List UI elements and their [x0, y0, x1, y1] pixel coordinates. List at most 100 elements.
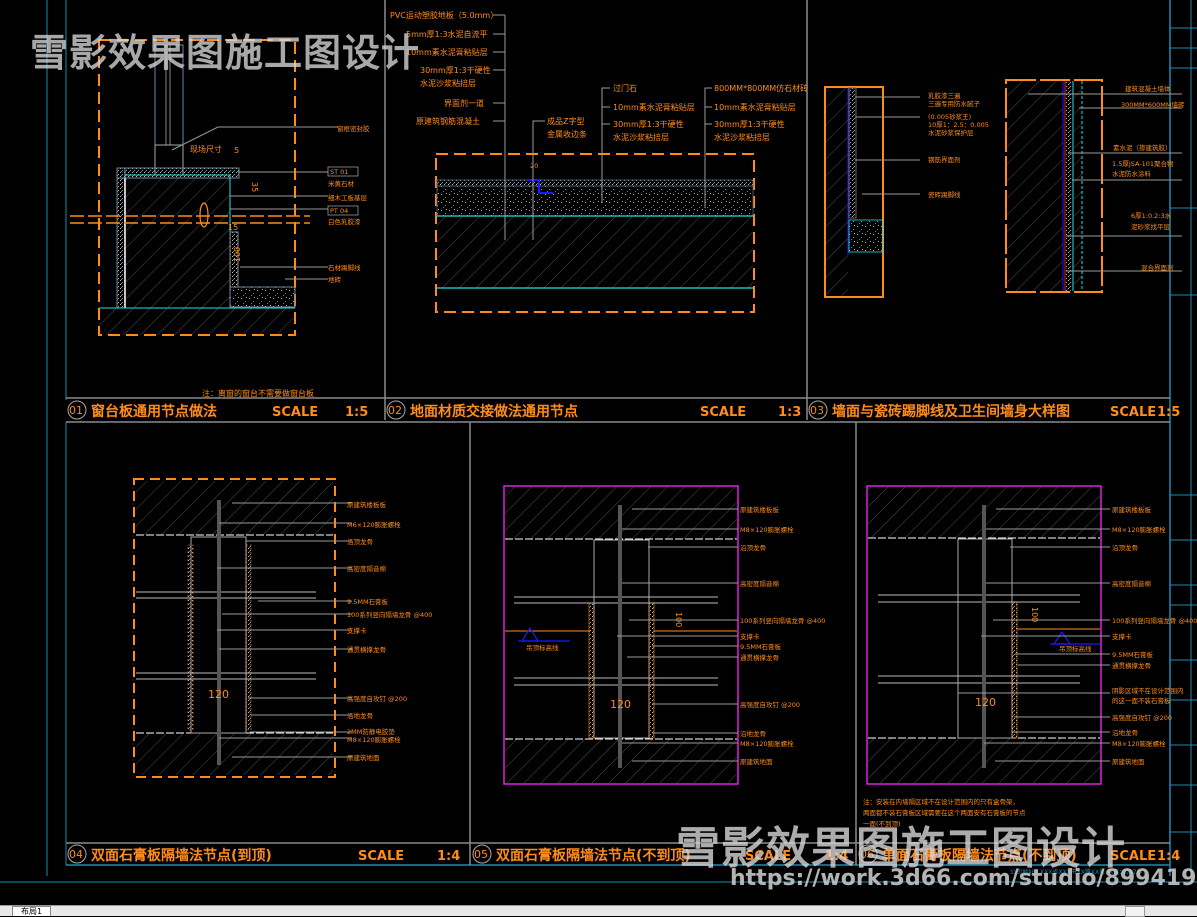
detail-number: 02: [388, 404, 402, 417]
title-bar-05: 05 双面石膏板隔墙法节点(不到顶) SCALE 1:4: [472, 844, 848, 864]
watermark-top: 雪影效果图施工图设计: [30, 31, 421, 75]
label-concrete-wall: 建筑混凝土墙体: [1125, 84, 1171, 93]
title-block: [1170, 0, 1197, 876]
label-tile-skirting: 瓷砖踢脚线: [928, 190, 961, 199]
label-door-mortar-2: 水泥沙浆粘掊层: [613, 132, 669, 142]
label-tile-800: 800MM*800MM仿石材砖: [714, 83, 808, 93]
label-z-strip-2: 金属收边条: [547, 129, 587, 139]
dim-label-20: 20: [530, 162, 538, 170]
label-through-brace: 通贯横撑龙骨: [1112, 661, 1151, 670]
label-dry-mortar-2: 水泥沙浆粘掊层: [420, 78, 476, 88]
label-stone-skirting: 石材踢脚线: [328, 263, 361, 272]
label-through-brace: 通贯横撑龙骨: [740, 653, 779, 662]
label-support-clip: 支撑卡: [347, 626, 367, 635]
label-tile-paste: 10mm素水泥膏粘贴层: [714, 102, 796, 112]
label-acoustic-wool: 高密度隔音棉: [740, 579, 780, 588]
tab-layout-1[interactable]: 布局1: [12, 906, 52, 916]
scale-value: 1:4: [1157, 849, 1180, 864]
scale-label: SCALE: [272, 405, 318, 420]
label-pvc-floor: PVC运动塑胶地板（5.0mm）: [390, 10, 498, 20]
label-floor-track: 沿地龙骨: [347, 711, 373, 720]
label-pt04: PT 04: [330, 207, 348, 215]
label-threshold-stone: 过门石: [613, 83, 637, 93]
label-support-clip: 支撑卡: [1112, 632, 1132, 641]
label-cement-glue: 素水泥（掺建筑胶）: [1113, 143, 1172, 152]
scale-label: SCALE: [700, 405, 746, 420]
detail-06-drawing: 吊顶标高线 120 100 原建筑楼板板 M8×120膨胀螺栓 沿顶龙骨 高密度…: [863, 485, 1197, 828]
dim-label-100: 100: [233, 247, 242, 262]
label-concrete: 原建筑钢筋混凝土: [416, 116, 480, 126]
label-interface-agent: 界面剂一道: [444, 98, 484, 108]
detail-number: 06: [860, 848, 874, 861]
label-top-track: 沿顶龙骨: [740, 543, 766, 552]
label-tile-mortar-1: 30mm厚1:3干硬性: [714, 119, 785, 129]
detail-title: 双面石膏板隔墙法节点(到顶): [91, 847, 272, 864]
title-bar-02: 02 地面材质交接做法通用节点 SCALE 1:3: [386, 400, 801, 420]
label-self-level: 5mm厚1:3水泥自流平: [406, 29, 488, 39]
label-ground: 原建筑地面: [347, 753, 380, 762]
ceiling-level-mark: 吊顶标高线: [526, 643, 559, 652]
detail-title: 单面石膏板隔墙法节点(不到顶): [882, 847, 1077, 864]
label-z-strip-1: 成品Z字型: [547, 116, 584, 126]
label-antistatic-pad: 2MM防静电胶垫: [347, 727, 395, 736]
label-st01: ST 01: [330, 168, 348, 176]
label-m8-bolt-bottom: M8×120膨胀螺栓: [740, 739, 794, 748]
title-bar-03: 03 墙面与瓷砖踢脚线及卫生间墙身大样图 SCALE 1:5: [808, 400, 1180, 420]
label-support-clip: 支撑卡: [740, 632, 760, 641]
dim-label-100: 100: [1030, 607, 1039, 622]
detail-06-note-1: 注：安装在内墙隔区域不在设计范围内的只有盒骨架，: [863, 797, 1019, 806]
dim-label-120: 120: [610, 698, 631, 711]
title-bar-06: 06 单面石膏板隔墙法节点(不到顶) SCALE 1:4: [858, 844, 1180, 864]
label-floor-tile: 地砖: [328, 275, 342, 284]
label-acoustic-wool: 高密度隔音棉: [347, 564, 387, 573]
scale-label: SCALE: [358, 849, 404, 864]
detail-title: 地面材质交接做法通用节点: [410, 403, 578, 420]
scale-value: 1:4: [825, 849, 848, 864]
label-screw-200: 高强度自攻钉 @200: [1112, 713, 1172, 722]
label-cement-paste: 10mm素水泥膏粘贴层: [406, 47, 488, 57]
label-level-2: 泥砂浆找平层: [1131, 222, 1171, 231]
label-m8-bolt-top: M8×120膨胀螺栓: [740, 525, 794, 534]
detail-title: 双面石膏板隔墙法节点(不到顶): [496, 847, 691, 864]
label-floor-track: 沿地龙骨: [1112, 728, 1138, 737]
detail-06-note-3: 一面(不到顶): [863, 820, 901, 828]
label-mixed-interface: 混合界面剂: [1141, 263, 1174, 272]
label-m8-bolt-top: M8×120膨胀螺栓: [1112, 525, 1166, 534]
detail-number: 04: [69, 848, 83, 861]
label-floor-slab: 原建筑楼板板: [740, 505, 780, 514]
dim-label-site-size: 现场尺寸: [190, 144, 222, 154]
title-block-footer: 公司地址：XXX省XXX市XX路XX号 电话：0871-: [1010, 868, 1142, 876]
detail-number: 01: [69, 404, 83, 417]
label-jsa-1: 1.5厚JSA-101聚合物: [1112, 159, 1174, 168]
label-ground: 原建筑地面: [1112, 757, 1145, 766]
label-level-1: 6厚1:0.2:3水: [1131, 211, 1172, 220]
label-window-sealant: 窗框密封胶: [337, 124, 370, 133]
dim-label-120: 120: [975, 696, 996, 709]
label-gypsum-board: 9.5MM石膏板: [1112, 650, 1154, 659]
sheet-frame: [0, 0, 1197, 883]
label-tile-mortar-2: 水泥沙浆粘掊层: [714, 132, 770, 142]
dim-label-120: 120: [208, 688, 229, 701]
dim-label-5: 5: [234, 146, 239, 155]
detail-04-drawing: 120 原建筑楼板板 M6×120膨胀螺栓 沿顶龙骨 高密度隔音棉 9.5MM石…: [133, 478, 432, 778]
detail-06-note-2: 两面都不装石膏板区域需要在这个两面安有石膏板的节点: [863, 808, 1026, 817]
label-m8-bolt: M8×120膨胀螺栓: [347, 735, 401, 744]
label-door-mortar-1: 30mm厚1:3干硬性: [613, 119, 684, 129]
label-latex-paint: 乳胶漆三遍: [928, 91, 961, 100]
scale-label: SCALE: [745, 849, 791, 864]
label-dry-mortar-1: 30mm厚1:3干硬性: [420, 65, 491, 75]
label-shadow-note-1: 阴影区域不在设计范围内: [1112, 686, 1184, 695]
label-plywood-base: 细木工板基层: [328, 193, 368, 202]
scale-label: SCALE: [1110, 849, 1156, 864]
dim-label-35: 35: [250, 182, 259, 192]
detail-01-note: 注：离窗的窗台不需要做窗台板: [202, 388, 314, 398]
label-door-paste: 10mm素水泥膏粘贴层: [613, 102, 695, 112]
detail-02-drawing: 20 PVC运动塑胶地板（5.0mm） 5mm厚1:3水泥自流平 10mm素水泥…: [390, 10, 808, 313]
label-beige-stone: 米黄石材: [328, 179, 355, 188]
detail-01-drawing: 现场尺寸 5 35 15 100 窗框密封胶 ST 01 米黄石材 细木工板基层…: [70, 39, 370, 398]
detail-title: 窗台板通用节点做法: [91, 403, 217, 420]
title-bar-01: 01 窗台板通用节点做法 SCALE 1:5: [67, 400, 368, 420]
status-bar-button[interactable]: [1125, 906, 1145, 917]
